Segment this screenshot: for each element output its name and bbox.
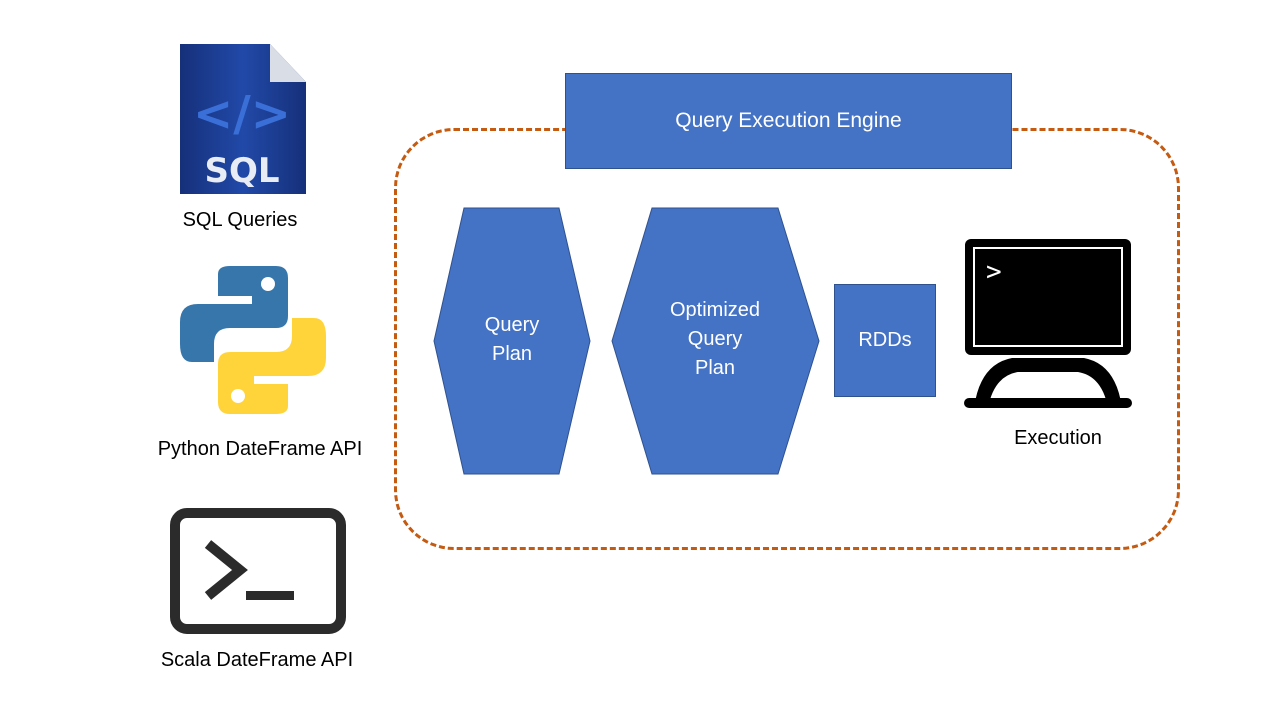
optimized-plan-line: Optimized — [669, 299, 761, 321]
python-logo-icon — [180, 266, 326, 414]
sql-icon-text: SQL — [204, 151, 279, 191]
rdds-box: RDDs — [834, 284, 936, 397]
scala-dataframe-api-label: Scala DateFrame API — [160, 649, 354, 671]
query-plan-hexagon — [433, 207, 591, 475]
query-plan-label: Query Plan — [433, 311, 591, 369]
terminal-icon — [170, 508, 346, 634]
query-plan-line: Plan — [491, 343, 533, 365]
query-execution-engine-box: Query Execution Engine — [565, 73, 1012, 169]
optimized-query-plan-hexagon — [611, 207, 820, 475]
prompt-glyph: > — [986, 257, 1002, 287]
execution-label: Execution — [1014, 427, 1102, 449]
python-dataframe-api-label: Python DateFrame API — [157, 438, 363, 460]
sql-queries-label: SQL Queries — [182, 209, 298, 231]
optimized-plan-line: Query — [687, 328, 743, 350]
query-execution-engine-label: Query Execution Engine — [675, 109, 902, 132]
query-plan-line: Query — [484, 314, 540, 336]
rdds-label: RDDs — [858, 329, 912, 351]
optimized-query-plan-label: Optimized Query Plan — [611, 296, 819, 383]
sql-code-glyph: </> — [193, 86, 291, 142]
sql-file-icon: </> SQL — [180, 44, 306, 194]
optimized-plan-line: Plan — [694, 357, 736, 379]
computer-terminal-icon: > — [964, 239, 1132, 408]
